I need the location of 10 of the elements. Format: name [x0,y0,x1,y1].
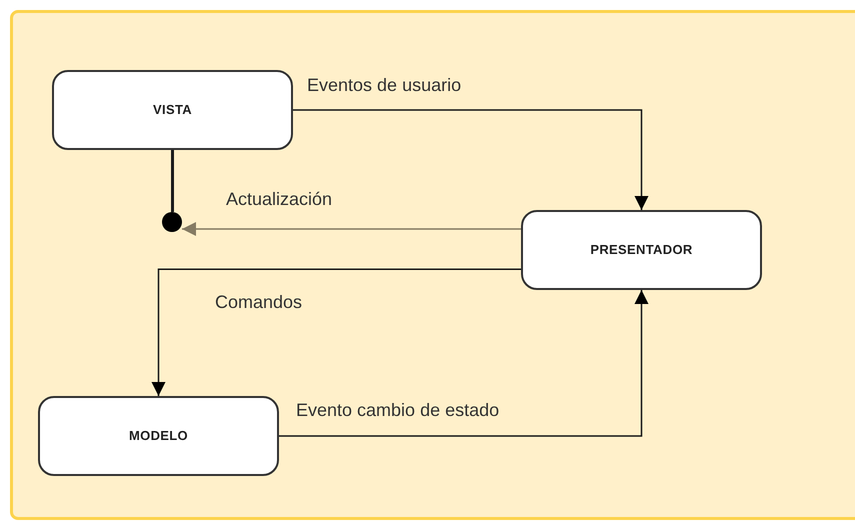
process-box [52,70,293,150]
process-box [521,210,762,290]
node-label: MODELO [128,427,188,446]
arrow [182,222,521,236]
arrow [293,109,648,210]
node-label: PRESENTADOR [590,241,693,260]
arrow [152,268,521,396]
node-label: VISTA [153,101,192,120]
process-box [38,396,279,476]
arrow [279,290,648,437]
